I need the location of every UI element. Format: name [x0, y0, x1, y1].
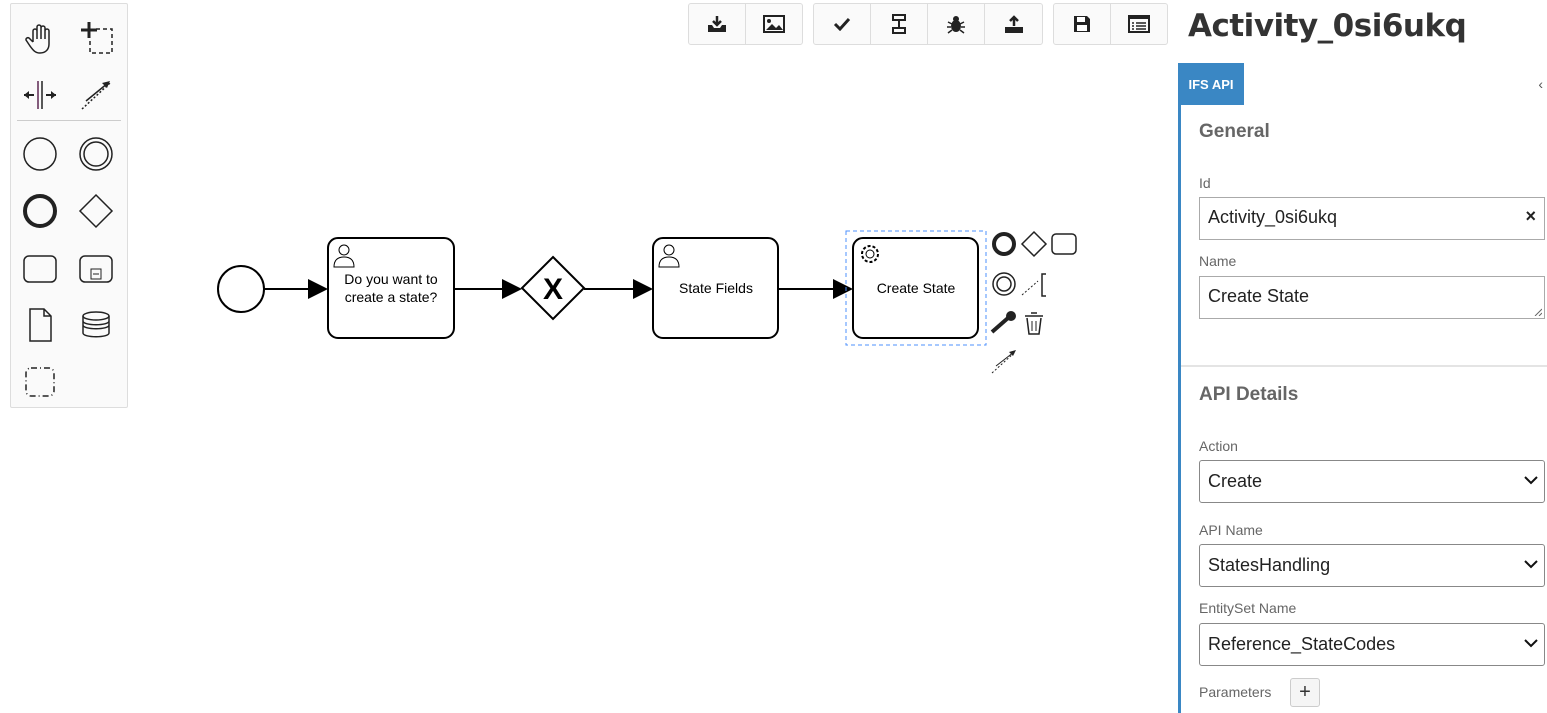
start-event-icon[interactable]	[17, 131, 63, 177]
gear-icon	[861, 245, 879, 263]
bug-icon[interactable]	[928, 4, 985, 44]
task-label: Do you want to	[344, 271, 438, 287]
data-object-icon[interactable]	[17, 302, 63, 348]
intermediate-event-icon[interactable]	[73, 131, 119, 177]
palette-separator	[17, 120, 121, 121]
panel-content: General Id Activity_0si6ukq × Name Creat…	[1178, 105, 1547, 713]
task-do-you-want[interactable]: Do you want to create a state?	[327, 237, 455, 339]
selection-outline	[845, 230, 987, 346]
properties-panel: Activity_0si6ukq IFS API ‹ General Id Ac…	[1178, 0, 1547, 713]
chevron-down-icon	[1524, 476, 1538, 485]
task-label: create a state?	[345, 289, 438, 305]
data-store-icon[interactable]	[73, 302, 119, 348]
task-label: Create State	[877, 280, 956, 296]
save-icon[interactable]	[1054, 4, 1111, 44]
tool-palette	[10, 3, 128, 408]
action-label: Action	[1199, 438, 1238, 454]
bpmn-canvas[interactable]: Do you want to create a state? X State F…	[0, 0, 1178, 713]
tab-ifs-api[interactable]: IFS API	[1178, 63, 1244, 105]
space-tool-icon[interactable]	[17, 72, 63, 118]
list-icon[interactable]	[1111, 4, 1168, 44]
resize-handle-icon[interactable]	[1534, 308, 1542, 316]
lasso-tool-icon[interactable]	[73, 16, 119, 62]
group-heading-api-details: API Details	[1199, 384, 1299, 405]
add-parameter-button[interactable]: +	[1290, 678, 1320, 707]
id-value: Activity_0si6ukq	[1208, 207, 1338, 227]
entityset-select[interactable]: Reference_StateCodes	[1199, 623, 1545, 666]
chevron-down-icon	[1524, 560, 1538, 569]
hand-tool-icon[interactable]	[17, 16, 63, 62]
append-task-icon[interactable]	[1051, 233, 1077, 255]
connect-icon[interactable]	[991, 350, 1016, 374]
end-event-icon[interactable]	[17, 188, 63, 234]
download-icon[interactable]	[689, 4, 746, 44]
image-icon[interactable]	[746, 4, 803, 44]
append-intermediate-event-icon[interactable]	[992, 272, 1016, 296]
action-select[interactable]: Create	[1199, 460, 1545, 503]
id-label: Id	[1199, 175, 1211, 191]
append-gateway-icon[interactable]	[1020, 230, 1048, 258]
tools-toolbar	[813, 3, 1043, 45]
section-divider	[1181, 365, 1547, 367]
wrench-icon[interactable]	[990, 311, 1016, 334]
name-value: Create State	[1208, 286, 1310, 306]
api-name-select[interactable]: StatesHandling	[1199, 544, 1545, 587]
task-create-state[interactable]: Create State	[852, 237, 979, 339]
check-icon[interactable]	[814, 4, 871, 44]
user-icon	[658, 244, 680, 268]
api-name-label: API Name	[1199, 522, 1263, 538]
exclusive-gateway[interactable]: X	[520, 255, 586, 321]
start-event[interactable]	[217, 265, 265, 313]
user-icon	[333, 244, 355, 268]
name-label: Name	[1199, 253, 1237, 269]
gateway-marker: X	[543, 273, 563, 306]
name-field[interactable]: Create State	[1199, 276, 1545, 319]
group-icon[interactable]	[17, 359, 63, 405]
trash-icon[interactable]	[1025, 312, 1043, 335]
text-annotation-icon[interactable]	[1021, 273, 1046, 297]
panel-title: Activity_0si6ukq	[1188, 8, 1467, 44]
parameters-label: Parameters	[1199, 684, 1272, 700]
append-end-event-icon[interactable]	[992, 232, 1016, 256]
clear-id-button[interactable]: ×	[1525, 206, 1536, 226]
collapse-panel-icon[interactable]: ‹	[1538, 76, 1543, 92]
chevron-down-icon	[1524, 639, 1538, 648]
entityset-label: EntitySet Name	[1199, 600, 1297, 616]
entityset-value: Reference_StateCodes	[1208, 634, 1396, 654]
subprocess-icon[interactable]	[73, 245, 119, 291]
task-state-fields[interactable]: State Fields	[652, 237, 779, 339]
connect-tool-icon[interactable]	[73, 72, 119, 118]
task-icon[interactable]	[17, 245, 63, 291]
upload-icon[interactable]	[985, 4, 1042, 44]
api-name-value: StatesHandling	[1208, 555, 1331, 575]
layout-icon[interactable]	[871, 4, 928, 44]
export-toolbar	[688, 3, 803, 45]
id-field[interactable]: Activity_0si6ukq ×	[1199, 197, 1545, 240]
file-toolbar	[1053, 3, 1168, 45]
task-label: State Fields	[679, 280, 753, 296]
gateway-icon[interactable]	[73, 188, 119, 234]
group-heading-general: General	[1199, 121, 1270, 142]
action-value: Create	[1208, 471, 1263, 491]
